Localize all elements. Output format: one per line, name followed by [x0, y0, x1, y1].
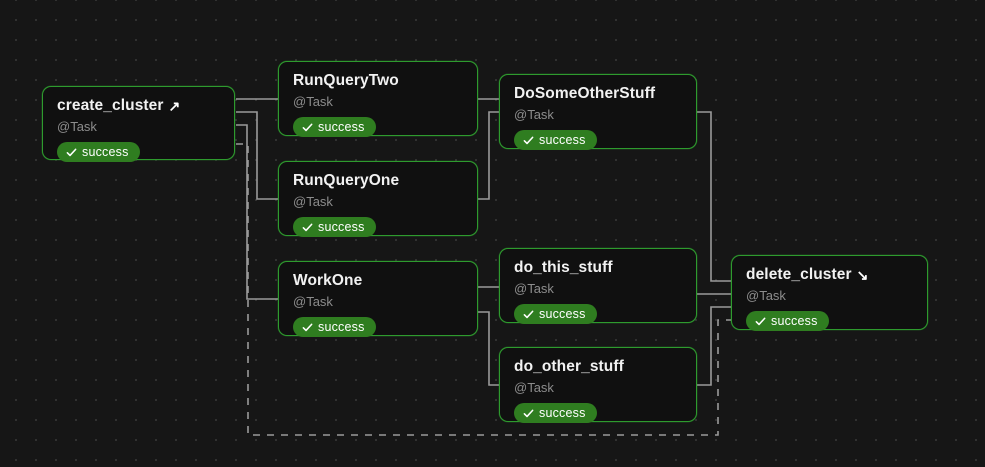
node-type-label: @Task	[293, 294, 333, 309]
arrow-down-right-icon: ↘	[856, 267, 869, 283]
edge-create_cluster-to-RunQueryOne	[236, 111, 278, 200]
node-DoSomeOtherStuff[interactable]: DoSomeOtherStuff @Task success	[499, 74, 697, 150]
node-title-text: delete_cluster	[746, 266, 852, 283]
status-badge: success	[293, 117, 376, 137]
node-do_this_stuff[interactable]: do_this_stuff @Task success	[499, 248, 697, 324]
node-type-label: @Task	[746, 288, 786, 303]
check-icon	[523, 136, 534, 144]
edge-WorkOne-to-do_other_stuff	[478, 311, 499, 386]
node-title-text: RunQueryOne	[293, 172, 400, 189]
status-badge-label: success	[539, 133, 586, 147]
status-badge: success	[514, 304, 597, 324]
check-icon	[523, 409, 534, 417]
status-badge: success	[293, 317, 376, 337]
node-delete_cluster[interactable]: delete_cluster↘ @Task success	[731, 255, 928, 331]
check-icon	[302, 223, 313, 231]
edge-RunQueryOne-to-DoSomeOtherStuff	[478, 111, 499, 200]
node-title-text: DoSomeOtherStuff	[514, 85, 656, 102]
node-title: do_other_stuff	[514, 358, 682, 376]
node-title: RunQueryTwo	[293, 72, 463, 90]
status-badge-label: success	[318, 320, 365, 334]
edge-create_cluster-to-WorkOne	[236, 124, 278, 300]
node-type-label: @Task	[57, 119, 97, 134]
node-do_other_stuff[interactable]: do_other_stuff @Task success	[499, 347, 697, 423]
node-title: DoSomeOtherStuff	[514, 85, 682, 103]
node-title-text: RunQueryTwo	[293, 72, 399, 89]
node-WorkOne[interactable]: WorkOne @Task success	[278, 261, 478, 337]
node-type-label: @Task	[293, 194, 333, 209]
edge-DoSomeOtherStuff-to-delete_cluster	[697, 111, 731, 282]
check-icon	[755, 317, 766, 325]
node-title-text: create_cluster	[57, 97, 164, 114]
node-type-label: @Task	[293, 94, 333, 109]
check-icon	[523, 310, 534, 318]
node-title: create_cluster↗	[57, 97, 220, 115]
node-RunQueryOne[interactable]: RunQueryOne @Task success	[278, 161, 478, 237]
status-badge: success	[514, 403, 597, 423]
status-badge: success	[514, 130, 597, 150]
node-type-label: @Task	[514, 281, 554, 296]
edge-do_other_stuff-to-delete_cluster	[697, 306, 731, 386]
node-title-text: do_this_stuff	[514, 259, 613, 276]
node-title: WorkOne	[293, 272, 463, 290]
arrow-up-right-icon: ↗	[168, 98, 181, 114]
node-RunQueryTwo[interactable]: RunQueryTwo @Task success	[278, 61, 478, 137]
status-badge-label: success	[82, 145, 129, 159]
node-type-label: @Task	[514, 107, 554, 122]
node-title-text: WorkOne	[293, 272, 363, 289]
status-badge-label: success	[539, 406, 586, 420]
node-type-label: @Task	[514, 380, 554, 395]
node-title: do_this_stuff	[514, 259, 682, 277]
node-title-text: do_other_stuff	[514, 358, 624, 375]
node-create_cluster[interactable]: create_cluster↗ @Task success	[42, 86, 235, 162]
status-badge: success	[293, 217, 376, 237]
status-badge: success	[746, 311, 829, 331]
node-title: delete_cluster↘	[746, 266, 913, 284]
status-badge-label: success	[318, 220, 365, 234]
status-badge: success	[57, 142, 140, 162]
check-icon	[66, 148, 77, 156]
check-icon	[302, 123, 313, 131]
status-badge-label: success	[771, 314, 818, 328]
check-icon	[302, 323, 313, 331]
status-badge-label: success	[539, 307, 586, 321]
status-badge-label: success	[318, 120, 365, 134]
node-title: RunQueryOne	[293, 172, 463, 190]
